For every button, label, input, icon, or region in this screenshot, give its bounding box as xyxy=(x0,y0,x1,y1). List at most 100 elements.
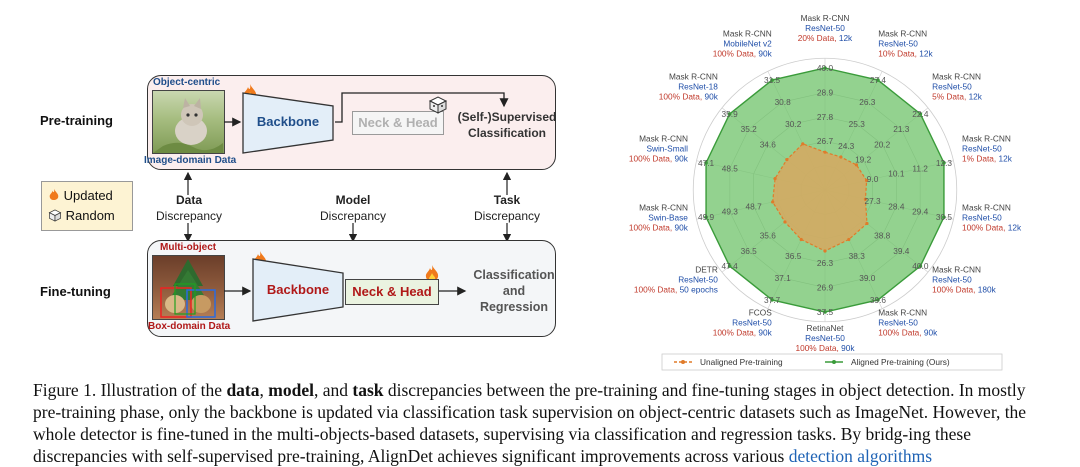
radar-tick-label: 24.3 xyxy=(838,141,855,151)
box-domain-label: Box-domain Data xyxy=(148,321,231,332)
radar-axis-data: 100% Data, 90k xyxy=(795,343,855,353)
unaligned-series-point xyxy=(865,221,869,226)
radar-axis-backbone: ResNet-50 xyxy=(932,81,972,91)
aligned-series-point xyxy=(823,66,827,70)
radar-axis-backbone: ResNet-50 xyxy=(678,275,718,285)
caption-sep2: , and xyxy=(313,380,353,400)
radar-axis-iter: 90k xyxy=(675,222,689,232)
unaligned-series-point xyxy=(823,249,827,253)
legend-updated-row: Updated xyxy=(48,186,126,206)
task-discrepancy-word: Discrepancy xyxy=(473,209,541,223)
radar-axis-arch: Mask R-CNN xyxy=(801,13,850,23)
radar-axis-backbone: ResNet-50 xyxy=(962,144,1002,154)
legend-aligned-marker xyxy=(832,360,836,364)
radar-tick-label: 36.5 xyxy=(741,246,758,256)
radar-tick-label: 48.7 xyxy=(746,201,763,211)
dogs-image xyxy=(152,255,225,320)
radar-tick-label: 29.4 xyxy=(912,207,929,217)
radar-tick-label: 30.2 xyxy=(785,119,802,129)
unaligned-series-point xyxy=(854,163,859,167)
radar-tick-label: 30.8 xyxy=(775,97,792,107)
unaligned-series-point xyxy=(783,220,787,224)
radar-tick-label: 35.9 xyxy=(722,109,739,119)
radar-axis-iter: 90k xyxy=(758,328,772,338)
data-discrepancy-title: Data xyxy=(175,193,202,207)
radar-axis-arch: DETR xyxy=(695,265,718,275)
model-discrepancy-title: Model xyxy=(335,193,371,207)
radar-axis-data: 100% Data, 90k xyxy=(713,48,773,58)
pretraining-label: Pre-training xyxy=(40,113,113,128)
radar-axis-data: 100% Data, 180k xyxy=(932,285,997,295)
radar-tick-label: 28.9 xyxy=(817,87,834,97)
finetune-arrows xyxy=(224,286,467,296)
radar-tick-label: 34.6 xyxy=(760,139,777,149)
radar-tick-label: 37.7 xyxy=(764,295,781,305)
radar-tick-label: 12.3 xyxy=(936,158,953,168)
aligned-series-point xyxy=(823,310,827,314)
unaligned-series-point xyxy=(863,197,868,201)
unaligned-series-point xyxy=(785,157,789,162)
radar-axis-iter: 90k xyxy=(841,343,855,353)
radar-tick-label: 37.5 xyxy=(817,307,834,317)
radar-tick-label: 39.6 xyxy=(870,295,887,305)
caption-model: model xyxy=(268,380,314,400)
unaligned-series-point xyxy=(839,155,843,159)
radar-tick-label: 35.6 xyxy=(760,231,777,241)
unaligned-series-point xyxy=(773,176,777,181)
neck-head-finetune-block: Neck & Head xyxy=(345,279,439,305)
radar-tick-label: 38.8 xyxy=(874,231,891,241)
unaligned-series-point xyxy=(771,200,775,204)
aligned-series-point xyxy=(704,161,708,165)
radar-axis-backbone: MobileNet v2 xyxy=(723,38,772,48)
model-discrepancy-word: Discrepancy xyxy=(319,209,387,223)
radar-tick-label: 21.3 xyxy=(893,124,910,134)
radar-axis-arch: Mask R-CNN xyxy=(932,265,981,275)
dice-icon xyxy=(48,209,62,222)
unaligned-series-point xyxy=(801,142,805,146)
caption-link[interactable]: detection algorithms xyxy=(788,446,933,466)
pretrain-arrows xyxy=(224,92,509,127)
radar-axis-data: 20% Data, 12k xyxy=(798,33,853,43)
task-discrepancy-title: Task xyxy=(493,193,521,207)
radar-axis-data: 100% Data, 90k xyxy=(878,328,938,338)
radar-axis-arch: Mask R-CNN xyxy=(639,134,688,144)
unaligned-series-point xyxy=(823,150,827,154)
radar-tick-label: 27.8 xyxy=(817,112,834,122)
radar-tick-label: 40.0 xyxy=(912,261,929,271)
radar-axis-data: 100% Data, 90k xyxy=(629,222,689,232)
radar-axis-data: 10% Data, 12k xyxy=(878,48,933,58)
radar-tick-label: 28.4 xyxy=(888,201,905,211)
radar-axis-backbone: ResNet-50 xyxy=(962,212,1002,222)
legend-unaligned-label: Unaligned Pre-training xyxy=(700,357,783,367)
radar-axis-iter: 90k xyxy=(675,154,689,164)
radar-axis-data: 100% Data, 90k xyxy=(629,154,689,164)
legend-random-row: Random xyxy=(48,206,126,226)
unaligned-series-point xyxy=(865,178,869,183)
radar-tick-label: 19.2 xyxy=(855,155,872,165)
radar-axis-arch: Mask R-CNN xyxy=(962,202,1011,212)
radar-axis-iter: 12k xyxy=(969,91,983,101)
radar-axis-backbone: ResNet-50 xyxy=(805,23,845,33)
data-discrepancy: Data Discrepancy xyxy=(143,192,235,224)
radar-tick-label: 11.2 xyxy=(912,163,928,173)
legend-updated-label: Updated xyxy=(63,188,113,203)
aligned-series-point xyxy=(876,78,880,82)
legend-box: Updated Random xyxy=(41,181,133,231)
radar-tick-label: 10.1 xyxy=(888,169,905,179)
radar-axis-arch: Mask R-CNN xyxy=(723,28,772,38)
radar-axis-iter: 12k xyxy=(998,154,1012,164)
radar-axis-data: 1% Data, 12k xyxy=(962,154,1013,164)
backbone-pretrain-label: Backbone xyxy=(256,114,320,129)
radar-axis-arch: Mask R-CNN xyxy=(878,308,927,318)
aligned-series-point xyxy=(942,215,946,219)
pretrain-task-label: (Self-)Supervised Classification xyxy=(457,110,557,140)
caption-task: task xyxy=(352,380,384,400)
radar-tick-label: 26.7 xyxy=(817,136,834,146)
caption-sep1: , xyxy=(259,380,269,400)
radar-tick-label: 39.4 xyxy=(893,246,910,256)
legend-unaligned-marker xyxy=(681,360,685,364)
radar-tick-label: 49.9 xyxy=(698,212,715,222)
finetune-task-label: Classification and Regression xyxy=(473,268,555,314)
radar-tick-label: 38.3 xyxy=(849,251,866,261)
